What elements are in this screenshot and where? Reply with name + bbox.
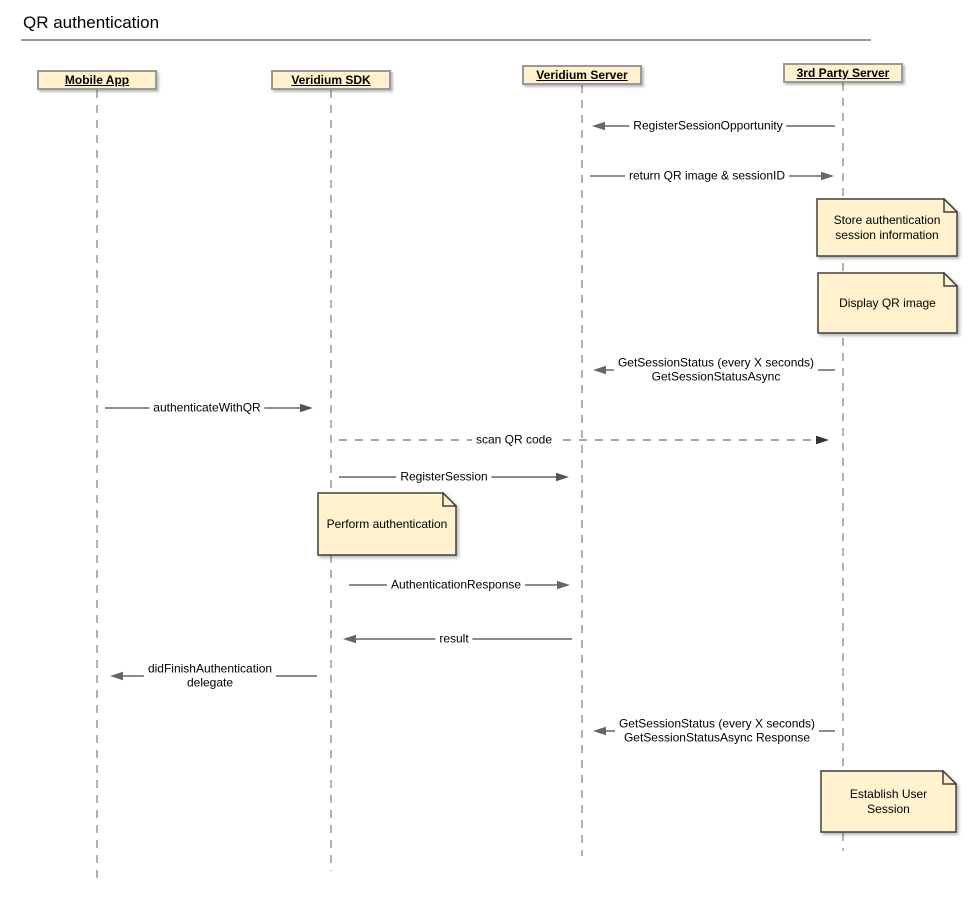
participant-veridium-sdk: Veridium SDK bbox=[271, 70, 391, 90]
participant-veridium-server: Veridium Server bbox=[522, 65, 642, 85]
participant-label: Veridium Server bbox=[536, 68, 628, 82]
message-label-return-qr-image: return QR image & sessionID bbox=[624, 169, 790, 183]
participant-label: Mobile App bbox=[64, 73, 130, 87]
note-shape-icon bbox=[317, 492, 457, 556]
arrowhead-right-icon bbox=[300, 403, 313, 413]
note-shape-icon bbox=[820, 770, 957, 833]
message-label-scan-qr-code: scan QR code bbox=[471, 433, 557, 447]
message-label-register-session: RegisterSession bbox=[396, 470, 492, 484]
message-label-did-finish-authentication: didFinishAuthentication delegate bbox=[143, 662, 277, 690]
note-text: Display QR image bbox=[839, 295, 936, 310]
arrowhead-right-icon bbox=[557, 580, 570, 590]
participant-label: Veridium SDK bbox=[291, 73, 371, 87]
message-label-result: result bbox=[435, 632, 473, 646]
participant-label: 3rd Party Server bbox=[796, 66, 890, 80]
note-display-qr-image: Display QR image bbox=[817, 272, 958, 334]
participant-third-party-server: 3rd Party Server bbox=[783, 63, 903, 83]
note-store-authentication-session: Store authentication session information bbox=[816, 198, 958, 257]
note-establish-user-session: Establish User Session bbox=[820, 770, 957, 833]
note-text: Store authentication session information bbox=[833, 212, 941, 242]
message-arrow-scan-qr-code bbox=[339, 435, 829, 445]
message-label-get-session-status-response: GetSessionStatus (every X seconds) GetSe… bbox=[614, 717, 820, 745]
arrowhead-left-icon bbox=[593, 365, 606, 375]
note-shape-icon bbox=[816, 198, 958, 257]
message-label-authenticate-with-qr: authenticateWithQR bbox=[149, 401, 265, 415]
arrowhead-left-icon bbox=[110, 671, 123, 681]
arrowhead-left-icon bbox=[593, 726, 606, 736]
note-perform-authentication: Perform authentication bbox=[317, 492, 457, 556]
message-label-register-session-opportunity: RegisterSessionOpportunity bbox=[629, 119, 787, 133]
note-text: Perform authentication bbox=[326, 516, 448, 531]
message-label-authentication-response: AuthenticationResponse bbox=[386, 578, 526, 592]
note-text: Establish User Session bbox=[849, 786, 928, 816]
arrowhead-right-icon bbox=[821, 171, 834, 181]
diagram-title: QR authentication bbox=[23, 13, 160, 32]
arrowhead-left-icon bbox=[343, 634, 356, 644]
note-shape-icon bbox=[817, 272, 958, 334]
arrowhead-right-icon bbox=[556, 472, 569, 482]
message-label-get-session-status: GetSessionStatus (every X seconds) GetSe… bbox=[613, 356, 819, 384]
arrowhead-right-icon bbox=[816, 435, 829, 445]
participant-mobile-app: Mobile App bbox=[37, 70, 157, 90]
arrowhead-left-icon bbox=[592, 121, 605, 131]
